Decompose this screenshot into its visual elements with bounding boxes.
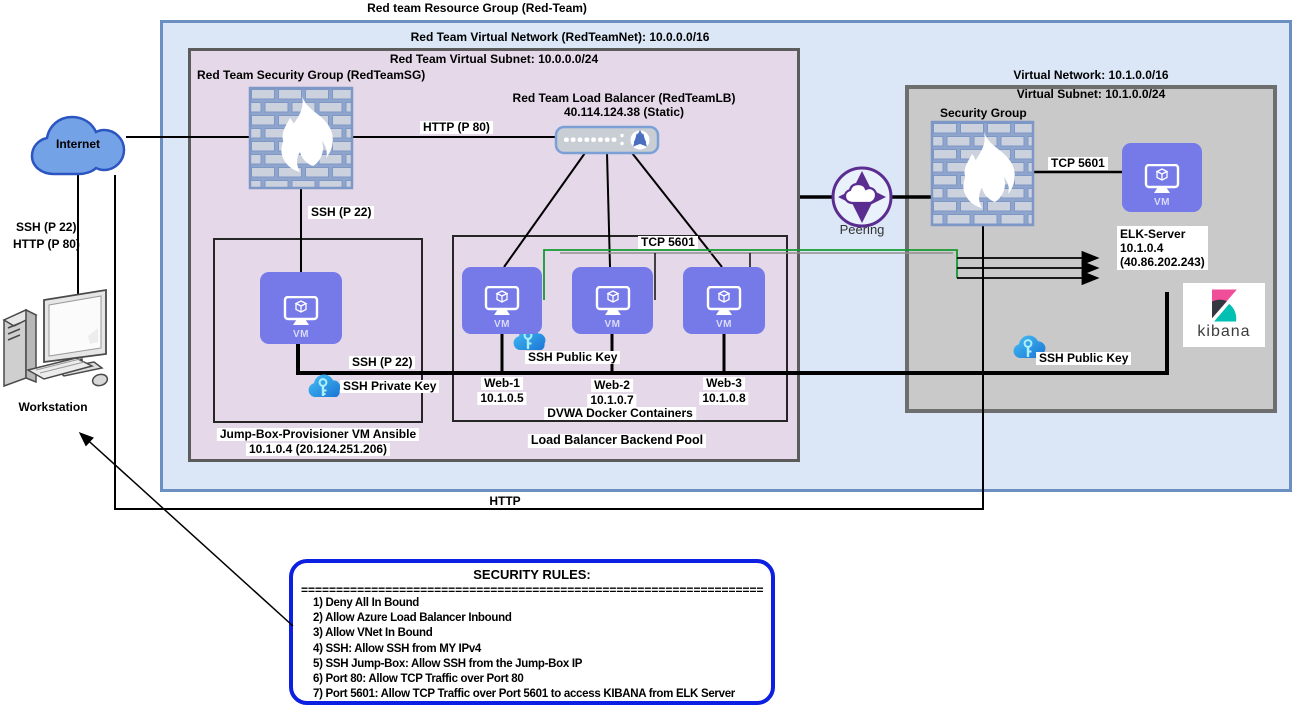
kibana-wordmark: kibana	[1197, 323, 1251, 340]
security-rules-title: SECURITY RULES:	[473, 567, 591, 582]
kibana-k-glyph	[1212, 289, 1237, 322]
vm-monitor-icon	[283, 296, 319, 325]
web3-ip: 10.1.0.8	[699, 391, 749, 406]
workstation-icon	[2, 288, 109, 388]
web3-name: Web-3	[703, 376, 745, 391]
edge-label-workstation-http: HTTP (P 80)	[13, 237, 80, 251]
jumpbox-ip: 10.1.0.4 (20.124.251.206)	[245, 442, 391, 457]
elk-public-ip: (40.86.202.243)	[1120, 255, 1205, 269]
elk-private-ip: 10.1.0.4	[1120, 241, 1164, 255]
vm-label: VM	[604, 319, 621, 330]
security-rule: 5) SSH Jump-Box: Allow SSH from the Jump…	[313, 657, 583, 670]
security-rule: 4) SSH: Allow SSH from MY IPv4	[313, 642, 482, 655]
load-balancer-name: Red Team Load Balancer (RedTeamLB)	[512, 91, 736, 105]
edge-label-http-bottom: HTTP	[486, 494, 524, 509]
security-rule: 6) Port 80: Allow TCP Traffic over Port …	[313, 673, 524, 686]
peering-label: Peering	[839, 222, 885, 237]
security-rule: 3) Allow VNet In Bound	[313, 627, 433, 640]
internet-label: Internet	[55, 137, 101, 151]
security-rules-panel: SECURITY RULES: ========================…	[289, 559, 775, 705]
ssh-private-key-label: SSH Private Key	[340, 379, 440, 394]
kibana-logo: kibana	[1183, 283, 1265, 347]
ssh-public-key-web-label: SSH Public Key	[525, 350, 621, 365]
vm-label: VM	[494, 319, 510, 330]
vm-web2: VM	[572, 267, 653, 334]
edge-label-http-p80: HTTP (P 80)	[420, 120, 493, 135]
web1-name: Web-1	[481, 376, 523, 391]
web2-name: Web-2	[591, 378, 633, 393]
subnet-right-label: Virtual Subnet: 10.1.0.0/24	[1016, 87, 1166, 101]
edge-label-tcp5601-elk: TCP 5601	[1048, 156, 1108, 171]
vnet-left-label: Red Team Virtual Network (RedTeamNet): 1…	[410, 30, 710, 44]
resource-group-label: Red team Resource Group (Red-Team)	[367, 1, 587, 15]
vnet-right-label: Virtual Network: 10.1.0.0/16	[1013, 68, 1169, 82]
load-balancer-ip: 40.114.124.38 (Static)	[563, 105, 685, 119]
vm-web1: VM	[462, 267, 542, 334]
security-rule: 2) Allow Azure Load Balancer Inbound	[313, 612, 512, 625]
vm-label: VM	[716, 319, 732, 330]
vm-web3: VM	[683, 267, 765, 334]
security-rules-list: 1) Deny All In Bound 2) Allow Azure Load…	[301, 596, 763, 701]
elk-name: ELK-Server	[1120, 227, 1186, 241]
jumpbox-name: Jump-Box-Provisioner VM Ansible	[216, 427, 420, 442]
security-rule: 7) Port 5601: Allow TCP Traffic over Por…	[313, 688, 735, 701]
dvwa-label: DVWA Docker Containers	[544, 406, 696, 421]
web1-ip: 10.1.0.5	[477, 391, 527, 406]
edge-label-ssh-p22-jump: SSH (P 22)	[349, 355, 416, 370]
vm-label: VM	[293, 329, 309, 340]
security-group-right-label: Security Group	[940, 106, 1027, 120]
security-group-left-label: Red Team Security Group (RedTeamSG)	[197, 68, 426, 82]
edge-label-workstation-ssh: SSH (P 22)	[16, 220, 77, 234]
ssh-public-key-elk-label: SSH Public Key	[1036, 351, 1132, 366]
vm-label: VM	[1154, 197, 1170, 208]
subnet-left-label: Red Team Virtual Subnet: 10.0.0.0/24	[389, 52, 599, 66]
elk-server-label: ELK-Server 10.1.0.4 (40.86.202.243)	[1117, 226, 1208, 270]
edge-label-ssh-p22-firewall: SSH (P 22)	[308, 205, 375, 220]
workstation-label: Workstation	[18, 400, 88, 414]
security-rules-separator: ========================================…	[301, 583, 763, 595]
backend-pool-label: Load Balancer Backend Pool	[527, 433, 707, 448]
edge-label-tcp5601-pool: TCP 5601	[638, 235, 698, 250]
security-rule: 1) Deny All In Bound	[313, 597, 420, 609]
vm-elk: VM	[1122, 143, 1202, 212]
vm-jumpbox: VM	[260, 272, 342, 344]
